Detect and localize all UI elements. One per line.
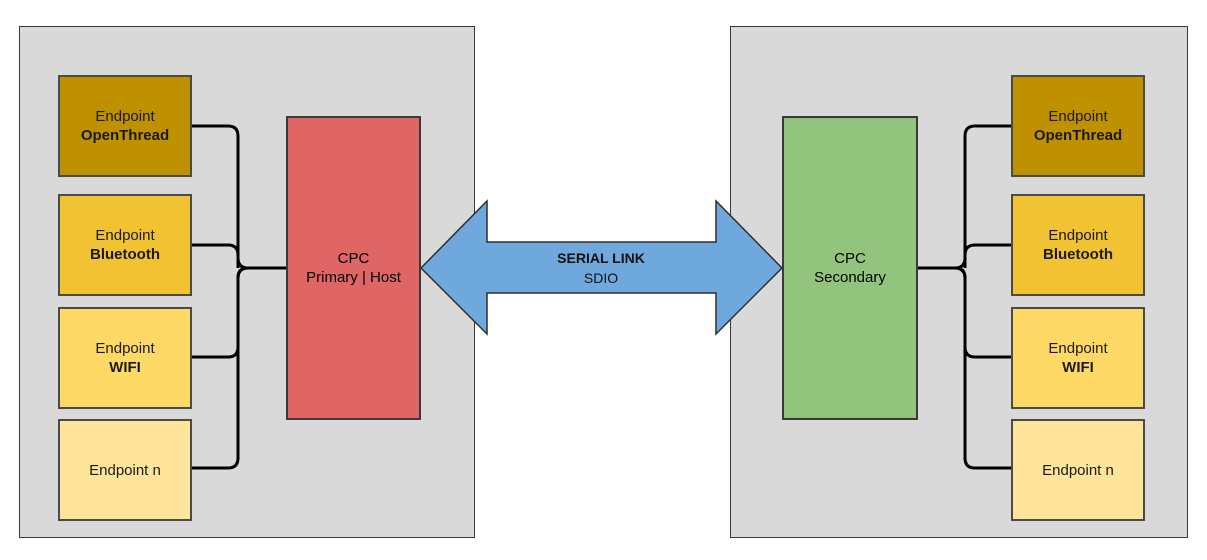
cpc-label: CPC [834, 250, 866, 267]
endpoint-label: Endpoint [1048, 340, 1108, 357]
endpoint-label: Endpoint [1048, 108, 1108, 125]
right-endpoint-n: Endpoint n [1011, 419, 1145, 521]
endpoint-name: Bluetooth [90, 246, 160, 263]
endpoint-name: WIFI [1062, 359, 1094, 376]
endpoint-label: Endpoint n [1042, 461, 1114, 479]
endpoint-label: Endpoint [95, 227, 155, 244]
left-endpoint-bluetooth: Endpoint Bluetooth [58, 194, 192, 296]
endpoint-label: Endpoint [95, 340, 155, 357]
endpoint-label: Endpoint n [89, 461, 161, 479]
serial-link-protocol: SDIO [583, 270, 619, 286]
right-endpoint-wifi: Endpoint WIFI [1011, 307, 1145, 409]
right-endpoint-bluetooth: Endpoint Bluetooth [1011, 194, 1145, 296]
endpoint-name: OpenThread [80, 127, 170, 144]
left-endpoint-wifi: Endpoint WIFI [58, 307, 192, 409]
serial-link-title: SERIAL LINK [557, 250, 645, 266]
endpoint-label: Endpoint [1048, 227, 1108, 244]
left-endpoint-n: Endpoint n [58, 419, 192, 521]
cpc-secondary: CPC Secondary [782, 116, 918, 420]
right-endpoint-openthread: Endpoint OpenThread [1011, 75, 1145, 177]
cpc-primary-host: CPC Primary | Host [286, 116, 421, 420]
endpoint-label: Endpoint [95, 108, 155, 125]
cpc-label: CPC [337, 250, 370, 267]
left-endpoint-openthread: Endpoint OpenThread [58, 75, 192, 177]
endpoint-name: Bluetooth [1043, 246, 1113, 263]
cpc-role: Primary | Host [306, 269, 401, 286]
cpc-role: Secondary [814, 269, 886, 286]
endpoint-name: OpenThread [1033, 127, 1123, 144]
serial-link-label: SERIAL LINK SDIO [501, 248, 701, 288]
endpoint-name: WIFI [109, 359, 141, 376]
